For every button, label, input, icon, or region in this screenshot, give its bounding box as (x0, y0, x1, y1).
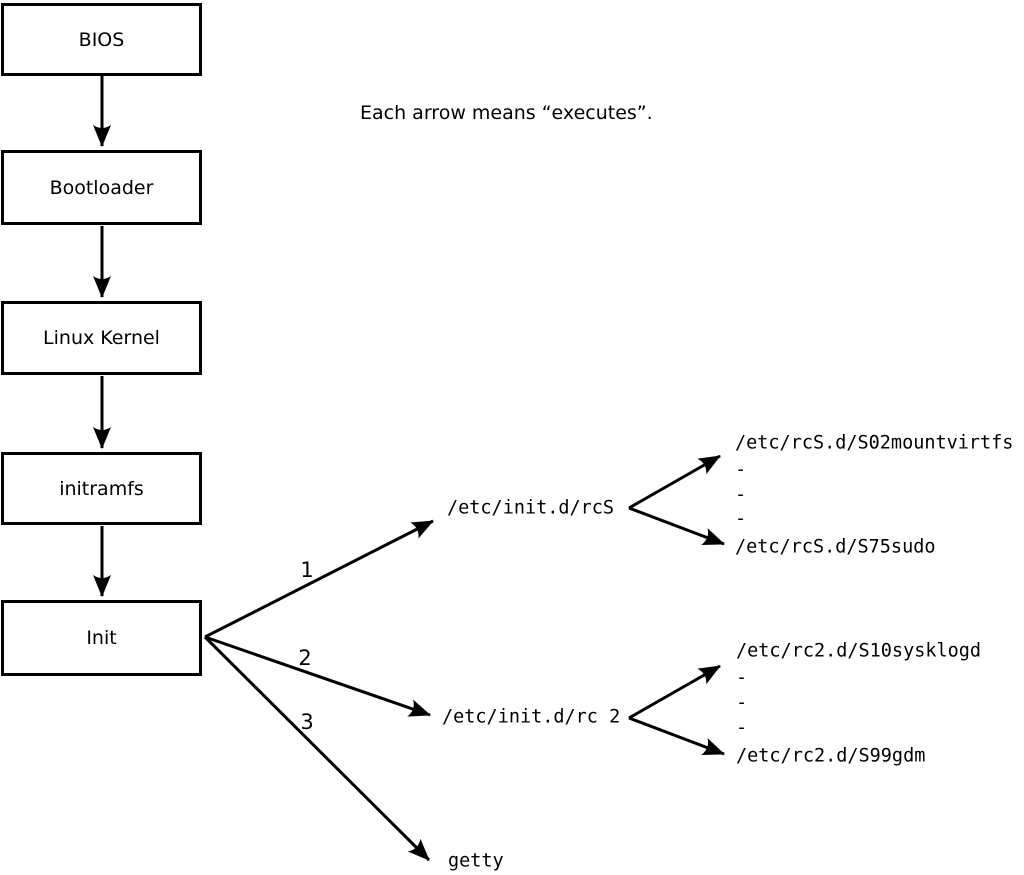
arrow-rcs-to-s75sudo (628, 506, 725, 546)
arrow-rcs-to-s02mountvirtfs (628, 454, 721, 510)
arrow-number-3: 3 (300, 710, 314, 734)
box-bios-label: BIOS (78, 28, 125, 51)
box-bootloader: Bootloader (1, 150, 202, 225)
box-bios: BIOS (1, 3, 202, 76)
rc2-script-ellipsis: - (736, 667, 748, 689)
rcs-script-ellipsis: - (735, 508, 747, 530)
rc2-script-item: /etc/rc2.d/S99gdm (736, 745, 926, 767)
box-linux-kernel: Linux Kernel (1, 301, 202, 375)
arrow-init-to-rcs (204, 519, 434, 639)
box-init: Init (1, 600, 202, 676)
rcs-script-item: /etc/rcS.d/S75sudo (735, 536, 936, 558)
rc2-script-ellipsis: - (736, 692, 748, 714)
arrow-rc2-to-s10sysklogd (628, 664, 721, 720)
rc2-script-ellipsis: - (736, 717, 748, 739)
box-init-label: Init (86, 627, 117, 649)
rcs-script-item: /etc/rcS.d/S02mountvirtfs (735, 432, 1014, 454)
node-getty: getty (448, 850, 504, 872)
node-rcs-script: /etc/init.d/rcS (447, 497, 615, 519)
arrow-rc2-to-s99gdm (628, 716, 725, 756)
box-initramfs: initramfs (1, 452, 202, 525)
arrow-init-to-rc2 (204, 635, 431, 717)
box-initramfs-label: initramfs (59, 477, 144, 500)
node-rc2-script: /etc/init.d/rc 2 (442, 706, 621, 728)
arrow-init-to-getty (203, 635, 431, 862)
rcs-script-ellipsis: - (735, 459, 747, 481)
rc2-script-item: /etc/rc2.d/S10sysklogd (736, 640, 982, 662)
box-bootloader-label: Bootloader (49, 176, 154, 199)
arrow-number-1: 1 (300, 558, 314, 582)
arrow-number-2: 2 (298, 646, 312, 670)
note-text: Each arrow means “executes”. (360, 102, 653, 124)
rcs-script-ellipsis: - (735, 484, 747, 506)
box-linux-kernel-label: Linux Kernel (43, 327, 160, 349)
